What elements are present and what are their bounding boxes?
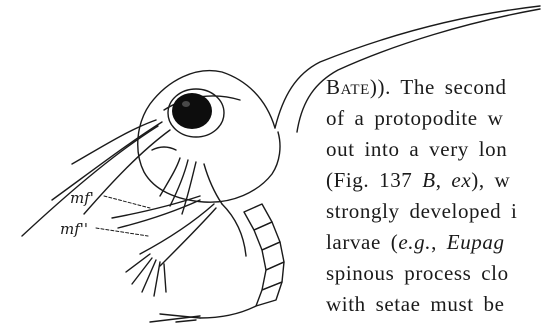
label-mf2: mf''	[60, 222, 88, 237]
maxilliped-2	[140, 204, 214, 254]
text-line-6-mid: ,	[431, 230, 447, 254]
genus-name: Eupag	[447, 230, 505, 254]
text-line-6-pre: larvae (	[326, 230, 398, 254]
text-line-5: strongly developed i	[326, 196, 543, 227]
text-line-2: of a protopodite w	[326, 103, 543, 134]
mouthpart-4	[204, 164, 222, 204]
text-line-7: spinous process clo	[326, 258, 543, 289]
segment-5	[256, 282, 282, 306]
text-line-8: with setae must be	[326, 289, 543, 320]
segment-2	[254, 222, 280, 250]
segment-1	[244, 204, 272, 230]
setae-fan-2	[132, 258, 152, 284]
mf1-leader	[104, 196, 150, 208]
segment-3	[262, 242, 284, 270]
fig-ref-open: (Fig. 137	[326, 168, 422, 192]
label-mf1: mf'	[70, 191, 94, 206]
setae-fan-1	[126, 254, 150, 272]
eye	[172, 93, 212, 129]
mouthpart-5	[152, 147, 176, 150]
text-line-1-rest: )). The second	[370, 75, 507, 99]
antennule-3	[84, 130, 170, 214]
text-line-6: larvae (e.g., Eupag	[326, 227, 543, 258]
text-line-4: (Fig. 137 B, ex), w	[326, 165, 543, 196]
setae-fan-3	[142, 260, 156, 292]
thorax-ventral	[222, 204, 246, 256]
setae-fan-5	[164, 264, 166, 292]
setae-fan-4	[154, 262, 160, 296]
carapace-outline	[138, 71, 280, 203]
fig-ref-close: ), w	[471, 168, 510, 192]
fig-ref-letter: B	[422, 168, 435, 192]
fig-ref-sep: ,	[436, 168, 452, 192]
body-text: Bate)). The second of a protopodite w ou…	[326, 72, 543, 320]
telson	[200, 306, 256, 318]
text-line-3: out into a very lon	[326, 134, 543, 165]
tail-seta-2	[150, 316, 200, 322]
author-smallcaps: Bate	[326, 75, 370, 99]
tail-seta-3	[176, 320, 196, 322]
fig-ref-ex: ex	[451, 168, 471, 192]
text-line-1: Bate)). The second	[326, 72, 543, 103]
text-eg: e.g.	[398, 230, 431, 254]
eye-highlight	[182, 101, 190, 107]
mf2-leader	[96, 228, 148, 236]
